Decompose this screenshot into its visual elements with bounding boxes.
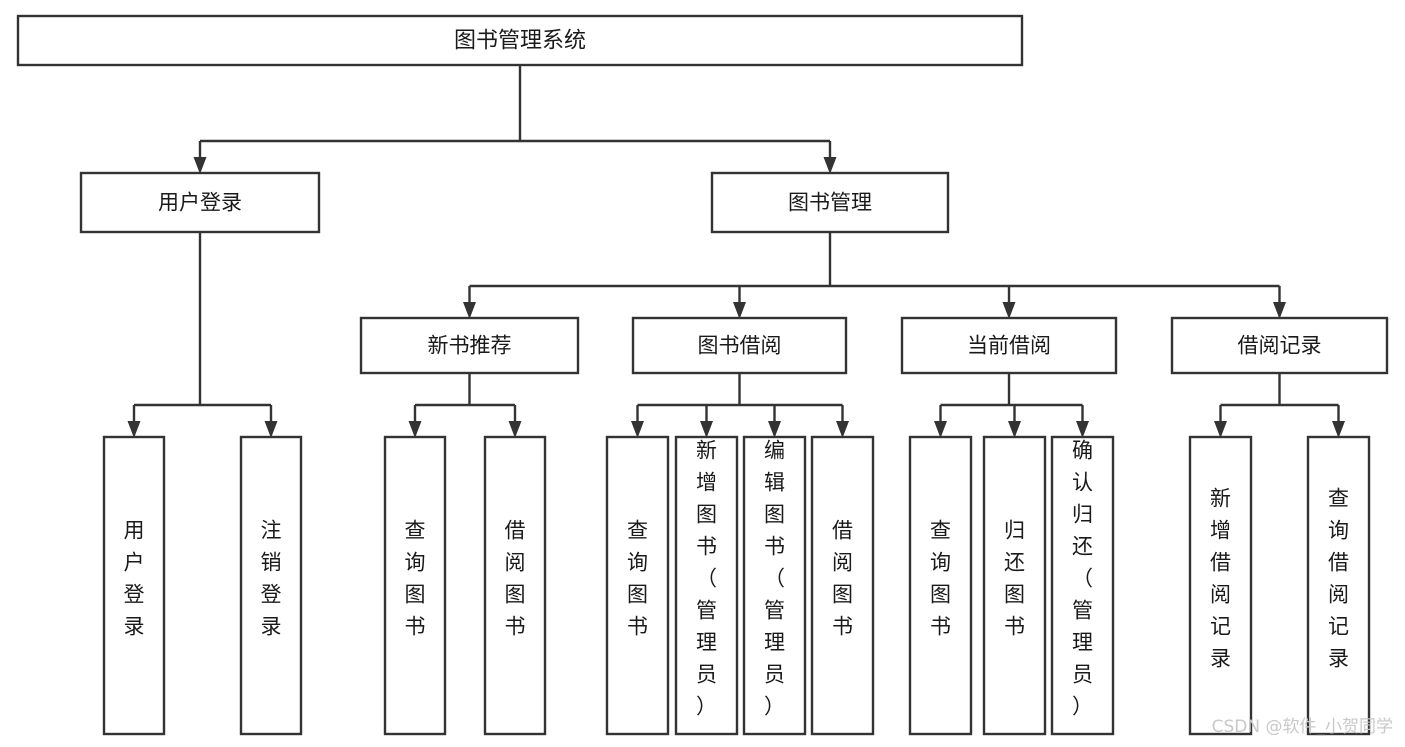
node-borrow-record[interactable]: 借阅记录 <box>1170 316 1389 375</box>
node-box-leaf-query-book-1[interactable] <box>383 435 447 736</box>
node-label-leaf-logout: 注销登录 <box>261 519 282 639</box>
edge-root-to-level1 <box>193 65 837 174</box>
node-label-user-login: 用户登录 <box>158 191 242 215</box>
node-box-new-book-recommend[interactable] <box>359 316 580 375</box>
node-box-borrow-record[interactable] <box>1170 316 1389 375</box>
node-label-leaf-confirm-return: 确认归还（管理员） <box>1072 439 1093 719</box>
edge-new-book-to-leaves <box>408 373 522 438</box>
node-box-book-borrow[interactable] <box>631 316 848 375</box>
node-label-leaf-borrow-book-1: 借阅图书 <box>505 519 526 639</box>
node-box-leaf-add-book[interactable] <box>674 435 739 736</box>
node-leaf-query-record[interactable]: 查询借阅记录 <box>1306 435 1371 736</box>
node-label-book-manage: 图书管理 <box>788 191 872 215</box>
node-leaf-user-login[interactable]: 用户登录 <box>102 435 166 736</box>
node-leaf-add-book[interactable]: 新增图书（管理员） <box>674 435 739 736</box>
node-box-leaf-confirm-return[interactable] <box>1050 435 1115 736</box>
node-leaf-confirm-return[interactable]: 确认归还（管理员） <box>1050 435 1115 736</box>
node-box-leaf-user-login[interactable] <box>102 435 166 736</box>
node-label-leaf-add-record: 新增借阅记录 <box>1210 487 1231 671</box>
node-box-leaf-return-book[interactable] <box>982 435 1047 736</box>
connector-layer <box>127 65 1345 438</box>
node-leaf-add-record[interactable]: 新增借阅记录 <box>1188 435 1253 736</box>
node-current-borrow[interactable]: 当前借阅 <box>900 316 1118 375</box>
node-book-borrow[interactable]: 图书借阅 <box>631 316 848 375</box>
edge-current-borrow-to-leaves <box>934 373 1089 438</box>
node-label-leaf-edit-book: 编辑图书（管理员） <box>764 439 785 719</box>
edge-borrow-record-to-leaves <box>1214 373 1345 438</box>
node-box-leaf-query-book-2[interactable] <box>605 435 670 736</box>
node-label-leaf-query-book-2: 查询图书 <box>627 519 648 639</box>
node-new-book-recommend[interactable]: 新书推荐 <box>359 316 580 375</box>
node-box-leaf-add-record[interactable] <box>1188 435 1253 736</box>
edge-book-borrow-to-leaves <box>631 373 849 438</box>
node-box-leaf-logout[interactable] <box>239 435 303 736</box>
node-box-leaf-edit-book[interactable] <box>742 435 807 736</box>
node-box-leaf-borrow-book-2[interactable] <box>810 435 875 736</box>
watermark-text: CSDN @软件_小贺同学 <box>1212 717 1393 737</box>
edge-user-login-to-leaves <box>127 232 278 438</box>
node-box-leaf-query-book-3[interactable] <box>908 435 973 736</box>
node-label-new-book-recommend: 新书推荐 <box>428 334 512 358</box>
node-root[interactable]: 图书管理系统 <box>16 14 1024 67</box>
node-leaf-query-book-3[interactable]: 查询图书 <box>908 435 973 736</box>
node-book-manage[interactable]: 图书管理 <box>710 171 950 234</box>
node-leaf-borrow-book-2[interactable]: 借阅图书 <box>810 435 875 736</box>
node-leaf-return-book[interactable]: 归还图书 <box>982 435 1047 736</box>
node-label-leaf-return-book: 归还图书 <box>1004 519 1025 639</box>
node-leaf-logout[interactable]: 注销登录 <box>239 435 303 736</box>
node-box-leaf-borrow-book-1[interactable] <box>483 435 547 736</box>
node-label-current-borrow: 当前借阅 <box>967 334 1051 358</box>
edge-book-manage-to-level2 <box>463 232 1286 319</box>
node-layer: 图书管理系统用户登录图书管理新书推荐图书借阅当前借阅借阅记录用户登录注销登录查询… <box>16 14 1389 736</box>
node-label-leaf-add-book: 新增图书（管理员） <box>696 439 717 719</box>
node-user-login[interactable]: 用户登录 <box>79 171 321 234</box>
node-leaf-edit-book[interactable]: 编辑图书（管理员） <box>742 435 807 736</box>
node-label-leaf-query-book-3: 查询图书 <box>930 519 951 639</box>
node-box-book-manage[interactable] <box>710 171 950 234</box>
node-box-current-borrow[interactable] <box>900 316 1118 375</box>
node-label-leaf-query-record: 查询借阅记录 <box>1328 487 1349 671</box>
node-label-leaf-query-book-1: 查询图书 <box>405 519 426 639</box>
node-label-root: 图书管理系统 <box>454 29 586 54</box>
node-label-book-borrow: 图书借阅 <box>698 334 782 358</box>
node-leaf-query-book-2[interactable]: 查询图书 <box>605 435 670 736</box>
node-box-user-login[interactable] <box>79 171 321 234</box>
node-label-borrow-record: 借阅记录 <box>1238 334 1322 358</box>
node-label-leaf-user-login: 用户登录 <box>124 519 145 639</box>
node-box-leaf-query-record[interactable] <box>1306 435 1371 736</box>
node-leaf-borrow-book-1[interactable]: 借阅图书 <box>483 435 547 736</box>
node-label-leaf-borrow-book-2: 借阅图书 <box>832 519 853 639</box>
node-leaf-query-book-1[interactable]: 查询图书 <box>383 435 447 736</box>
node-box-root[interactable] <box>16 14 1024 67</box>
